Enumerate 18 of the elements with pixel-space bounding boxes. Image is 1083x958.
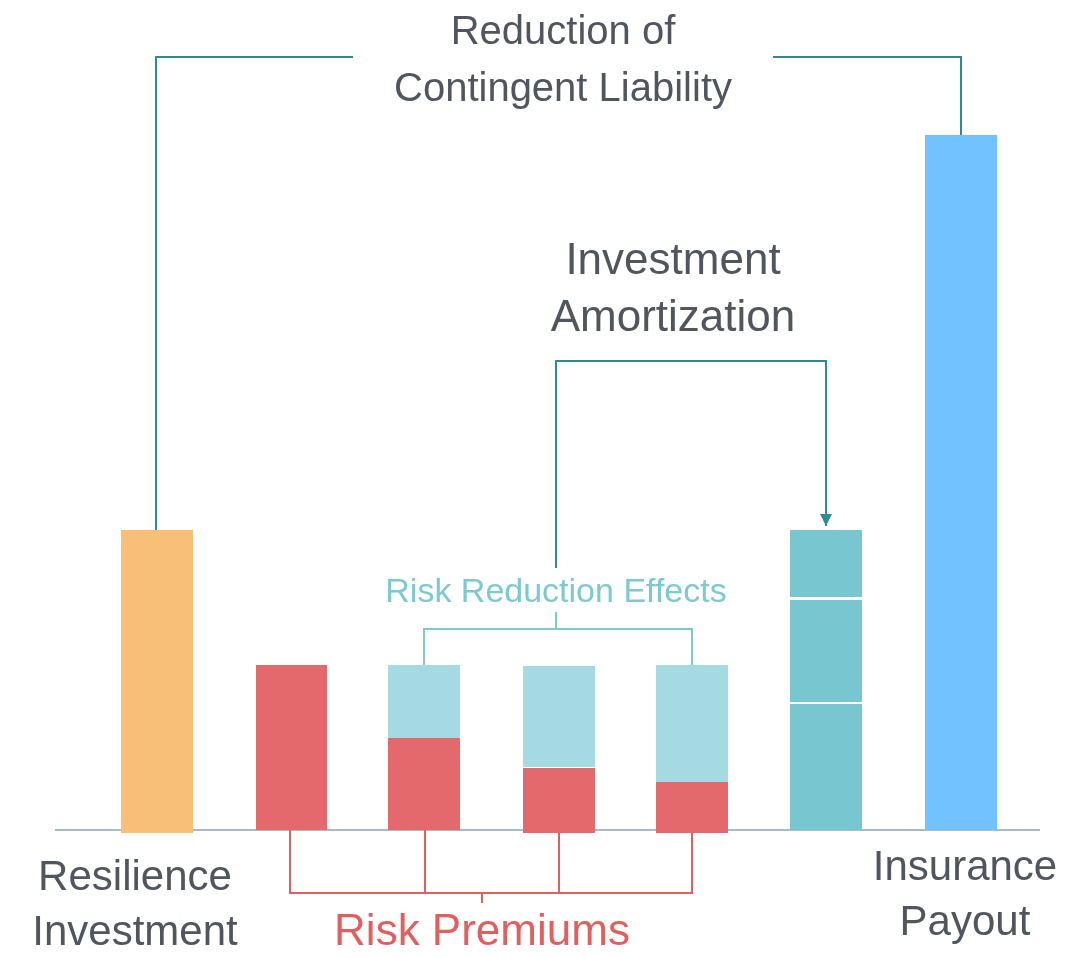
bar xyxy=(790,530,862,830)
bar xyxy=(656,665,728,833)
bar-label: Insurance Payout xyxy=(871,841,1059,946)
bracket-line xyxy=(555,611,693,666)
bar xyxy=(256,665,327,830)
bracket-line xyxy=(155,56,354,531)
bar xyxy=(121,530,193,833)
bar xyxy=(388,665,460,830)
bracket-label: Risk Premiums xyxy=(300,903,664,957)
bracket-label: Reduction of Contingent Liability xyxy=(353,2,773,116)
bar xyxy=(925,135,997,830)
bar-label: Resilience Investment xyxy=(31,851,239,956)
arrow xyxy=(555,360,832,569)
bracket-label: Risk Reduction Effects xyxy=(346,568,766,612)
bracket-line xyxy=(772,56,962,136)
edge-label: Investment Amortization xyxy=(549,233,797,342)
bracket-line xyxy=(481,832,693,904)
bar xyxy=(523,666,595,833)
